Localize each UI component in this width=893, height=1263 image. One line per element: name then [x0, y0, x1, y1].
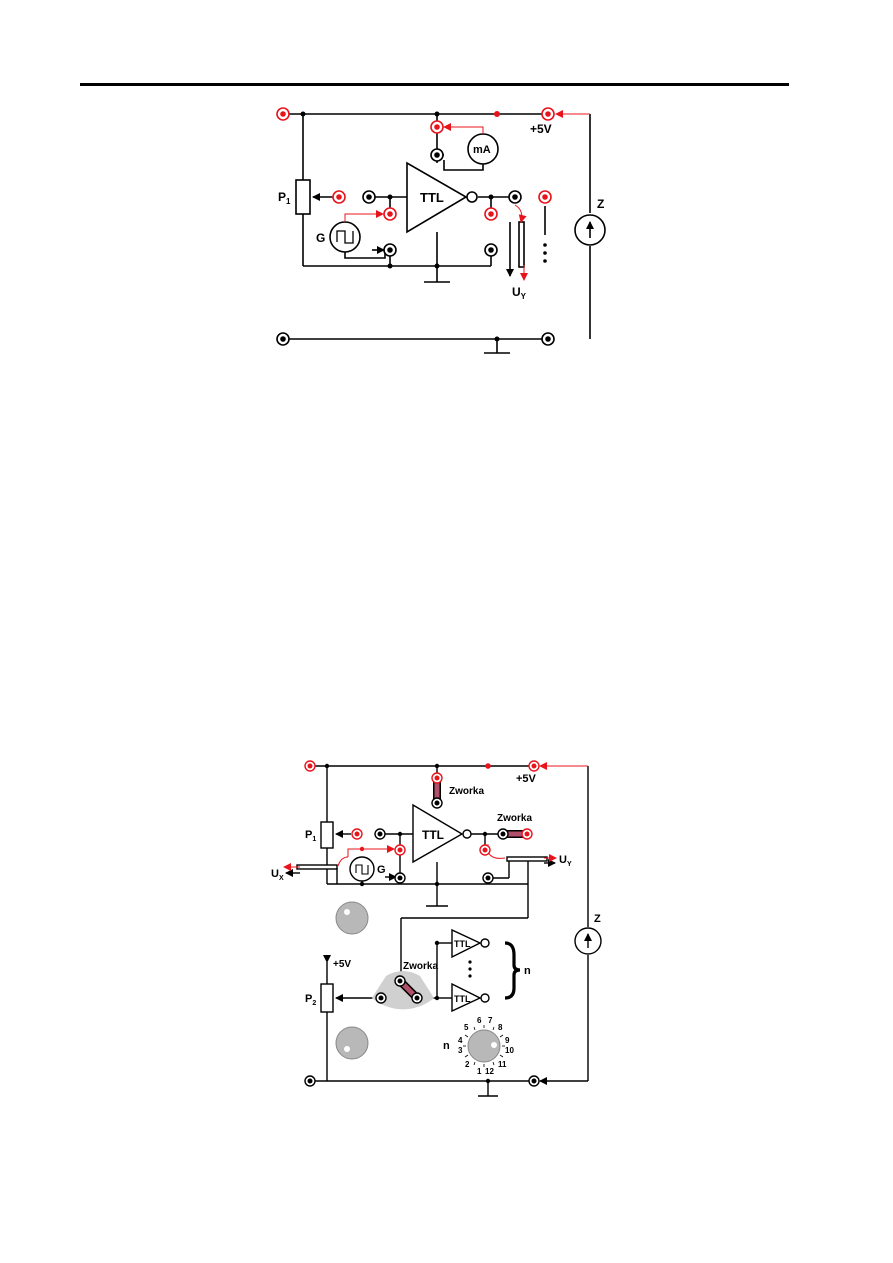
dial-ticks [463, 1025, 505, 1067]
diagram-2-terminals [304, 760, 540, 1087]
d2-generator-label: G [377, 864, 386, 876]
diagram-1 [289, 113, 606, 354]
d2-pot2-label: P2 [305, 993, 316, 1007]
dial-number-8: 8 [498, 1023, 503, 1032]
d2-pot1-label: P1 [305, 829, 316, 843]
dial-number-5: 5 [464, 1023, 469, 1032]
dial-number-1: 1 [477, 1067, 482, 1076]
d1-pot-label: P1 [278, 190, 291, 206]
dial-number-2: 2 [465, 1060, 470, 1069]
dial-number-4: 4 [458, 1036, 463, 1045]
knob-n-indicator [491, 1042, 497, 1048]
dial-number-7: 7 [488, 1016, 493, 1025]
diagram-1-red-wires [344, 110, 590, 281]
d2-input-label: UX [271, 868, 284, 882]
d2-pot2-supply: +5V [333, 959, 351, 970]
d1-source-label: Z [597, 197, 604, 211]
d2-jumper-top-label: Zworka [449, 786, 484, 797]
dial-number-3: 3 [458, 1046, 463, 1055]
d2-jumper-bottom-label: Zworka [403, 961, 438, 972]
knob-p1-indicator [344, 909, 350, 915]
d2-load-gate-1-label: TTL [454, 939, 471, 949]
d2-source-label: Z [594, 913, 601, 925]
d1-meter-label: mA [473, 144, 491, 156]
d1-output-label: UY [512, 285, 527, 301]
knob-p2[interactable] [335, 1026, 369, 1060]
d2-output-label: UY [559, 854, 572, 868]
knob-p1[interactable] [335, 901, 369, 935]
diagram-1-terminals [276, 107, 555, 346]
d1-gate-label: TTL [420, 190, 444, 205]
dial-number-6: 6 [477, 1016, 482, 1025]
d2-jumper-right-label: Zworka [497, 813, 532, 824]
d1-generator-label: G [316, 231, 325, 245]
dial-number-10: 10 [505, 1046, 514, 1055]
d2-load-gate-2-label: TTL [454, 994, 471, 1004]
knob-p2-indicator [344, 1046, 350, 1052]
d2-gate-label: TTL [422, 828, 444, 842]
d2-selector-label: n [443, 1040, 450, 1052]
dial-number-12: 12 [485, 1067, 494, 1076]
header-rule [80, 83, 789, 86]
knob-n-selector[interactable] [467, 1029, 501, 1063]
dial-number-11: 11 [498, 1060, 507, 1069]
diagram-2 [285, 765, 602, 1097]
d2-supply-label: +5V [516, 773, 537, 785]
dial-numbers: 1 2 3 4 5 6 7 8 9 10 11 12 [458, 1016, 514, 1076]
d1-supply-label: +5V [530, 122, 552, 136]
d2-n-label: n [524, 965, 531, 977]
dial-number-9: 9 [505, 1036, 510, 1045]
